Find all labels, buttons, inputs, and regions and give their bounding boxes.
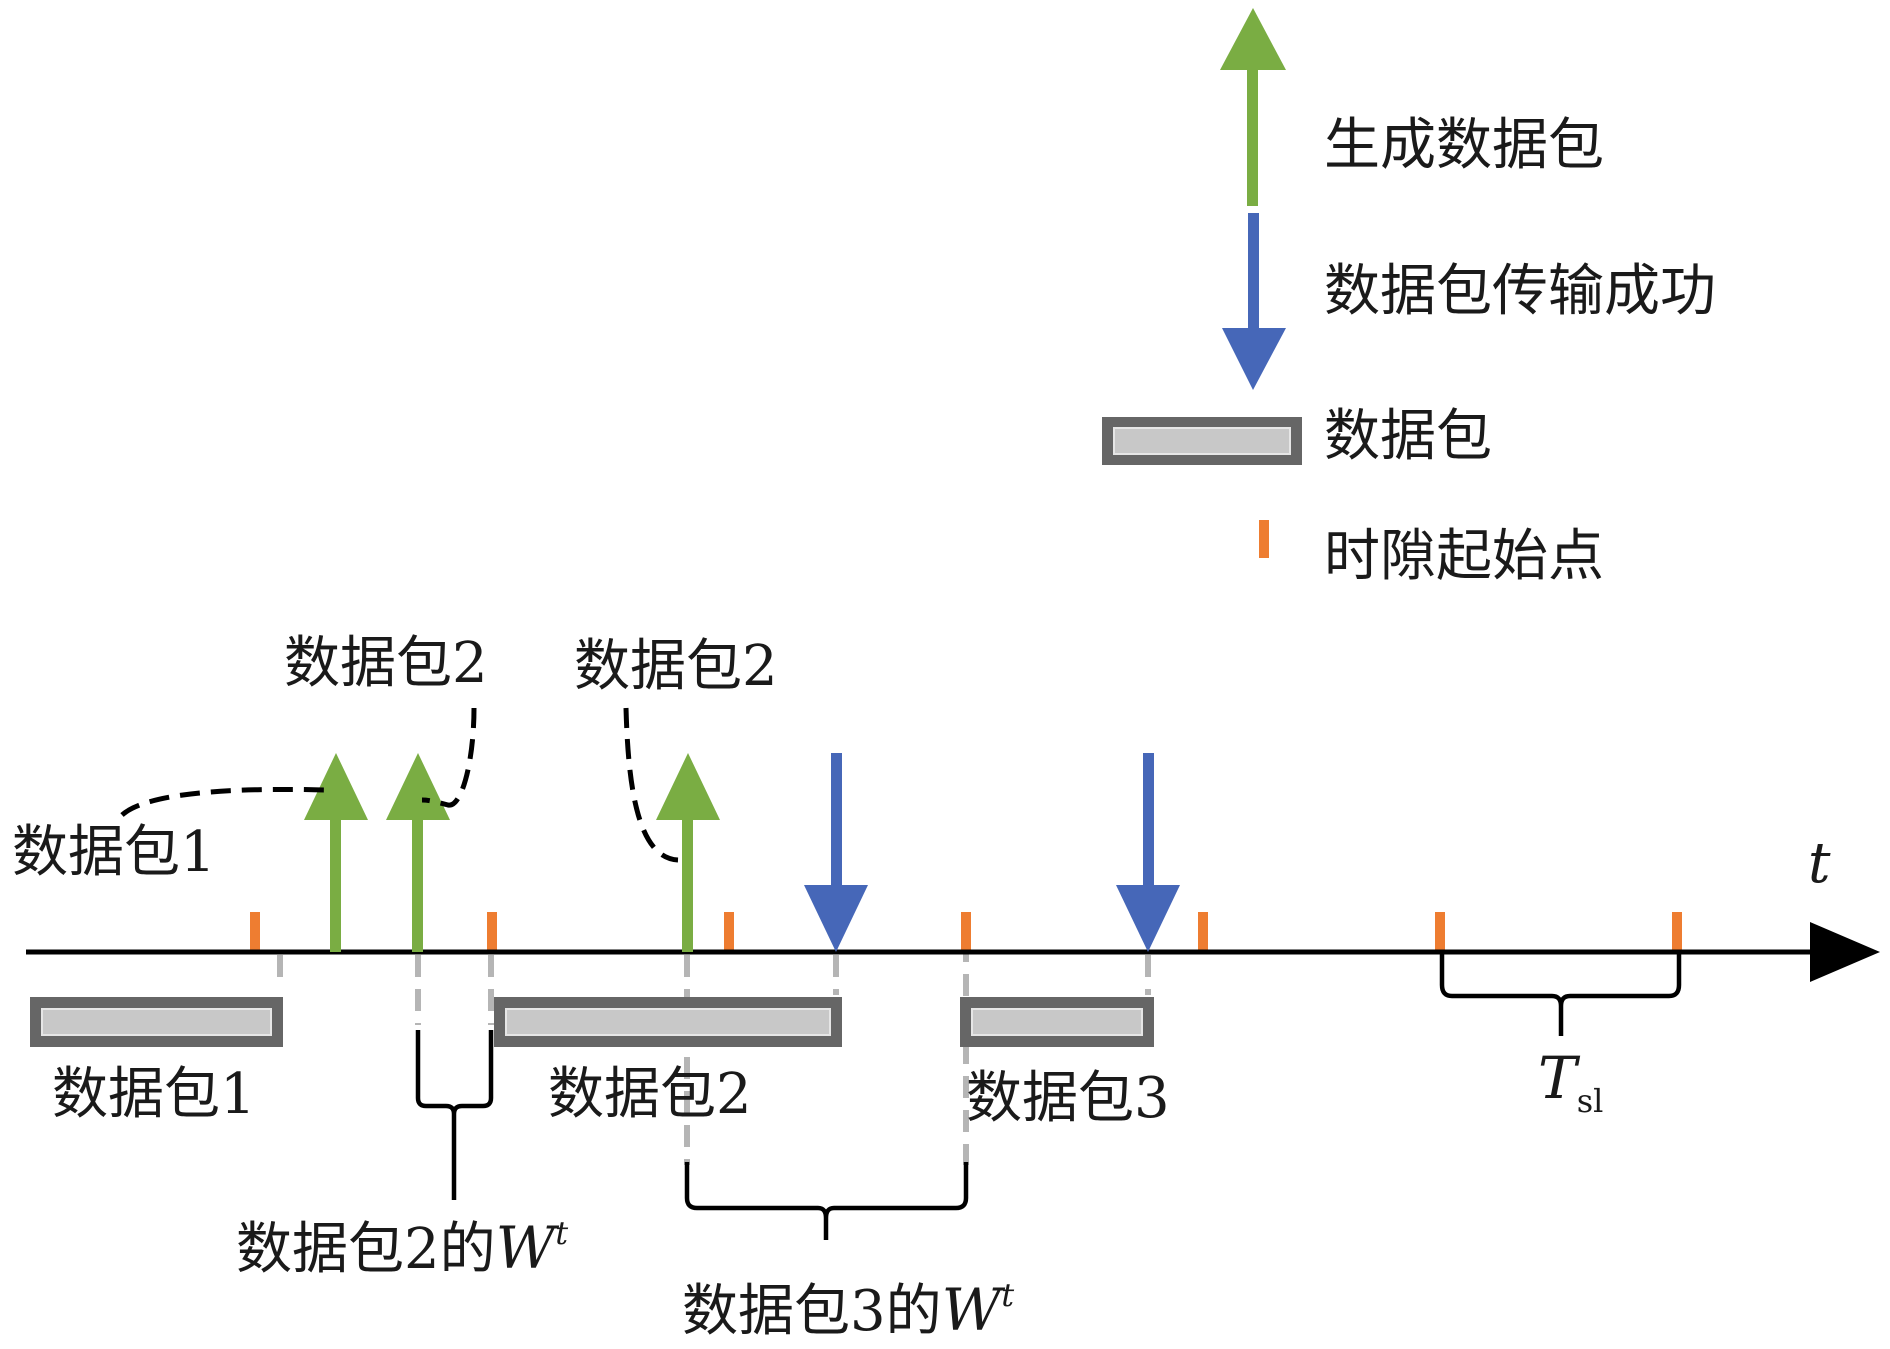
- slot-mark: [1198, 912, 1208, 950]
- axis-arrowhead-icon: [1810, 922, 1880, 982]
- callout-packet2-b: [623, 707, 679, 863]
- w-symbol: W: [496, 1214, 560, 1282]
- slot-period-symbol: T: [1538, 1044, 1581, 1112]
- generate-arrow-icon: [304, 753, 368, 952]
- slot-mark: [1435, 912, 1445, 950]
- legend-generate-arrow-icon: [1220, 8, 1286, 206]
- legend-generate-label: 生成数据包: [1324, 113, 1604, 178]
- slot-mark: [250, 912, 260, 950]
- callout-packet2-a: [421, 707, 477, 808]
- window-label-packet3: 数据包3的Wt: [682, 1276, 1014, 1344]
- legend-success-arrow-icon: [1222, 213, 1286, 390]
- generate-arrow-icon: [386, 753, 450, 952]
- slot-mark: [724, 912, 734, 950]
- success-arrow-icon: [1116, 753, 1180, 952]
- legend-slot-label: 时隙起始点: [1324, 524, 1604, 589]
- legend-slot-mark-icon: [1259, 520, 1269, 558]
- brace-w2: [415, 1030, 494, 1200]
- slot-mark: [961, 912, 971, 950]
- guide-lines: [277, 940, 1151, 1165]
- success-arrow-icon: [804, 753, 868, 952]
- w-superscript: t: [1001, 1276, 1014, 1314]
- callout-lines: [120, 707, 679, 863]
- packet-label-1: 数据包1: [52, 1062, 256, 1127]
- packet-bar-1: [30, 997, 283, 1047]
- legend-packet-label: 数据包: [1324, 404, 1492, 469]
- generate-arrows: [304, 753, 720, 952]
- window-prefix-packet3: 数据包3的: [682, 1279, 942, 1344]
- generate-arrow-icon: [656, 753, 720, 952]
- brace-tsl: [1439, 950, 1682, 1036]
- success-arrows: [804, 753, 1180, 952]
- top-label-packet2-b: 数据包2: [574, 634, 778, 699]
- slot-period-label: Tsl: [1538, 1044, 1603, 1120]
- w-superscript: t: [555, 1214, 568, 1252]
- top-label-packet1: 数据包1: [12, 820, 216, 885]
- packet-label-3: 数据包3: [966, 1066, 1170, 1131]
- axis-label: t: [1808, 831, 1831, 896]
- slot-marks: [250, 912, 1682, 950]
- window-label-packet2: 数据包2的Wt: [236, 1214, 568, 1282]
- w-symbol: W: [942, 1276, 1006, 1344]
- legend-success-label: 数据包传输成功: [1324, 259, 1716, 324]
- braces: [415, 950, 1682, 1240]
- packet-bar-2: [494, 997, 842, 1047]
- window-prefix-packet2: 数据包2的: [236, 1217, 496, 1282]
- slot-period-subscript: sl: [1577, 1082, 1604, 1120]
- legend: 生成数据包 数据包传输成功 数据包 时隙起始点: [1102, 8, 1716, 589]
- slot-mark: [487, 912, 497, 950]
- callout-packet1: [120, 786, 327, 817]
- top-label-packet2-a: 数据包2: [284, 631, 488, 696]
- packet-bars: [30, 997, 1154, 1047]
- slot-mark: [1672, 912, 1682, 950]
- packet-bar-3: [960, 997, 1154, 1047]
- packet-label-2: 数据包2: [548, 1062, 752, 1127]
- legend-packet-swatch-icon: [1102, 417, 1302, 465]
- brace-w3: [684, 1162, 969, 1240]
- time-axis: t: [26, 831, 1880, 982]
